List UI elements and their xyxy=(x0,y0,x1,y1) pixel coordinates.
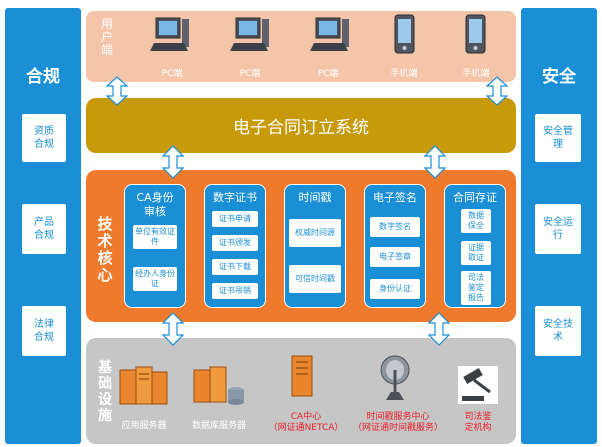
security-item-management: 安全管理 xyxy=(535,114,581,162)
infra-caption-line: （网证通NETCA） xyxy=(268,423,344,433)
infra-caption-line: 时间戳服务中心 xyxy=(366,412,430,422)
phone-icon xyxy=(465,14,486,54)
module-title: 合同存证 xyxy=(453,191,497,204)
double-arrow-icon xyxy=(486,76,508,106)
module-item: 经办人身份证 xyxy=(133,267,177,291)
module-ca-identity: CA身份审核 单位有效证件 经办人身份证 xyxy=(124,184,186,308)
module-item: 数字签名 xyxy=(370,217,420,237)
infrastructure-band: 基础设施 应用服务器 数据库服务器 CA中心 （网证通NETCA） 时间戳服务中… xyxy=(86,338,516,444)
pc-icon xyxy=(230,17,269,51)
double-arrow-icon xyxy=(162,145,184,179)
double-arrow-icon xyxy=(106,76,128,106)
module-contract-evidence: 合同存证 数据保全 证据取证 司法鉴定报告 xyxy=(444,184,506,308)
module-title: CA身份审核 xyxy=(136,191,174,218)
module-timestamp: 时间戳 权威时间源 可信时间戳 xyxy=(284,184,346,308)
infrastructure-label: 基础设施 xyxy=(98,360,112,424)
tech-core-band: 技术核心 CA身份审核 单位有效证件 经办人身份证 数字证书 证书申请 证书颁发… xyxy=(86,170,516,322)
double-arrow-icon xyxy=(162,312,184,346)
double-arrow-icon xyxy=(424,145,446,179)
infra-caption: 数据库服务器 xyxy=(191,421,246,431)
module-item: 可信时间戳 xyxy=(289,265,341,293)
compliance-item-qualification: 资质合规 xyxy=(22,114,66,162)
system-bar: 电子合同订立系统 xyxy=(86,98,516,153)
module-title: 电子签名 xyxy=(373,191,417,204)
infra-caption: 司法鉴 定机构 xyxy=(452,412,504,434)
phone-icon xyxy=(394,14,415,54)
infra-caption-line: （网证通时间戳服务） xyxy=(352,423,443,433)
module-item: 证书颁发 xyxy=(212,235,258,251)
module-item: 证据取证 xyxy=(461,241,491,265)
module-title: 数字证书 xyxy=(213,191,257,204)
infra-caption: 时间戳服务中心 （网证通时间戳服务） xyxy=(346,412,450,434)
tech-core-label: 技术核心 xyxy=(97,215,113,284)
server-icon xyxy=(119,366,168,405)
module-item: 证书吊销 xyxy=(212,283,258,299)
infra-caption-line: 司法鉴 xyxy=(464,412,492,422)
compliance-item-legal: 法律合规 xyxy=(22,306,66,356)
security-item-technology: 安全技术 xyxy=(535,306,581,356)
module-item: 司法鉴定报告 xyxy=(461,271,491,305)
device-label: 手机端 xyxy=(390,69,418,79)
security-column: 安全 安全管理 安全运行 安全技术 xyxy=(521,8,597,444)
module-item: 权威时间源 xyxy=(289,219,341,247)
security-item-operation: 安全运行 xyxy=(535,204,581,254)
device-label: PC端 xyxy=(161,69,183,79)
module-title: 时间戳 xyxy=(298,191,332,204)
infra-caption-line: 定机构 xyxy=(464,423,492,433)
double-arrow-icon xyxy=(428,312,450,346)
module-e-signature: 电子签名 数字签名 电子签章 身份认证 xyxy=(364,184,426,308)
satellite-dish-icon xyxy=(380,355,410,400)
infra-caption: CA中心 （网证通NETCA） xyxy=(262,412,350,434)
module-item: 证书申请 xyxy=(212,211,258,227)
device-label: PC端 xyxy=(317,69,339,79)
ca-server-icon xyxy=(291,355,313,397)
compliance-item-product: 产品合规 xyxy=(22,204,66,254)
device-label: PC端 xyxy=(239,69,261,79)
infra-caption: 应用服务器 xyxy=(121,421,167,431)
pc-icon xyxy=(310,17,349,51)
database-server-icon xyxy=(193,366,244,405)
compliance-title: 合规 xyxy=(26,67,60,87)
module-digital-certificate: 数字证书 证书申请 证书颁发 证书下载 证书吊销 xyxy=(204,184,266,308)
module-item: 证书下载 xyxy=(212,259,258,275)
gavel-icon xyxy=(458,366,498,404)
device-label: 手机端 xyxy=(462,69,490,79)
compliance-column: 合规 资质合规 产品合规 法律合规 xyxy=(5,8,81,444)
infra-caption-line: CA中心 xyxy=(290,412,322,422)
module-item: 电子签章 xyxy=(370,247,420,267)
security-title: 安全 xyxy=(542,67,576,87)
system-title: 电子合同订立系统 xyxy=(233,118,369,138)
user-band: 用户端 PC端 PC端 PC端 手机端 手机端 xyxy=(86,11,516,82)
module-item: 单位有效证件 xyxy=(133,225,177,249)
module-item: 数据保全 xyxy=(461,209,491,233)
pc-icon xyxy=(150,17,189,51)
user-band-label: 用户端 xyxy=(100,17,113,57)
module-item: 身份认证 xyxy=(370,279,420,299)
